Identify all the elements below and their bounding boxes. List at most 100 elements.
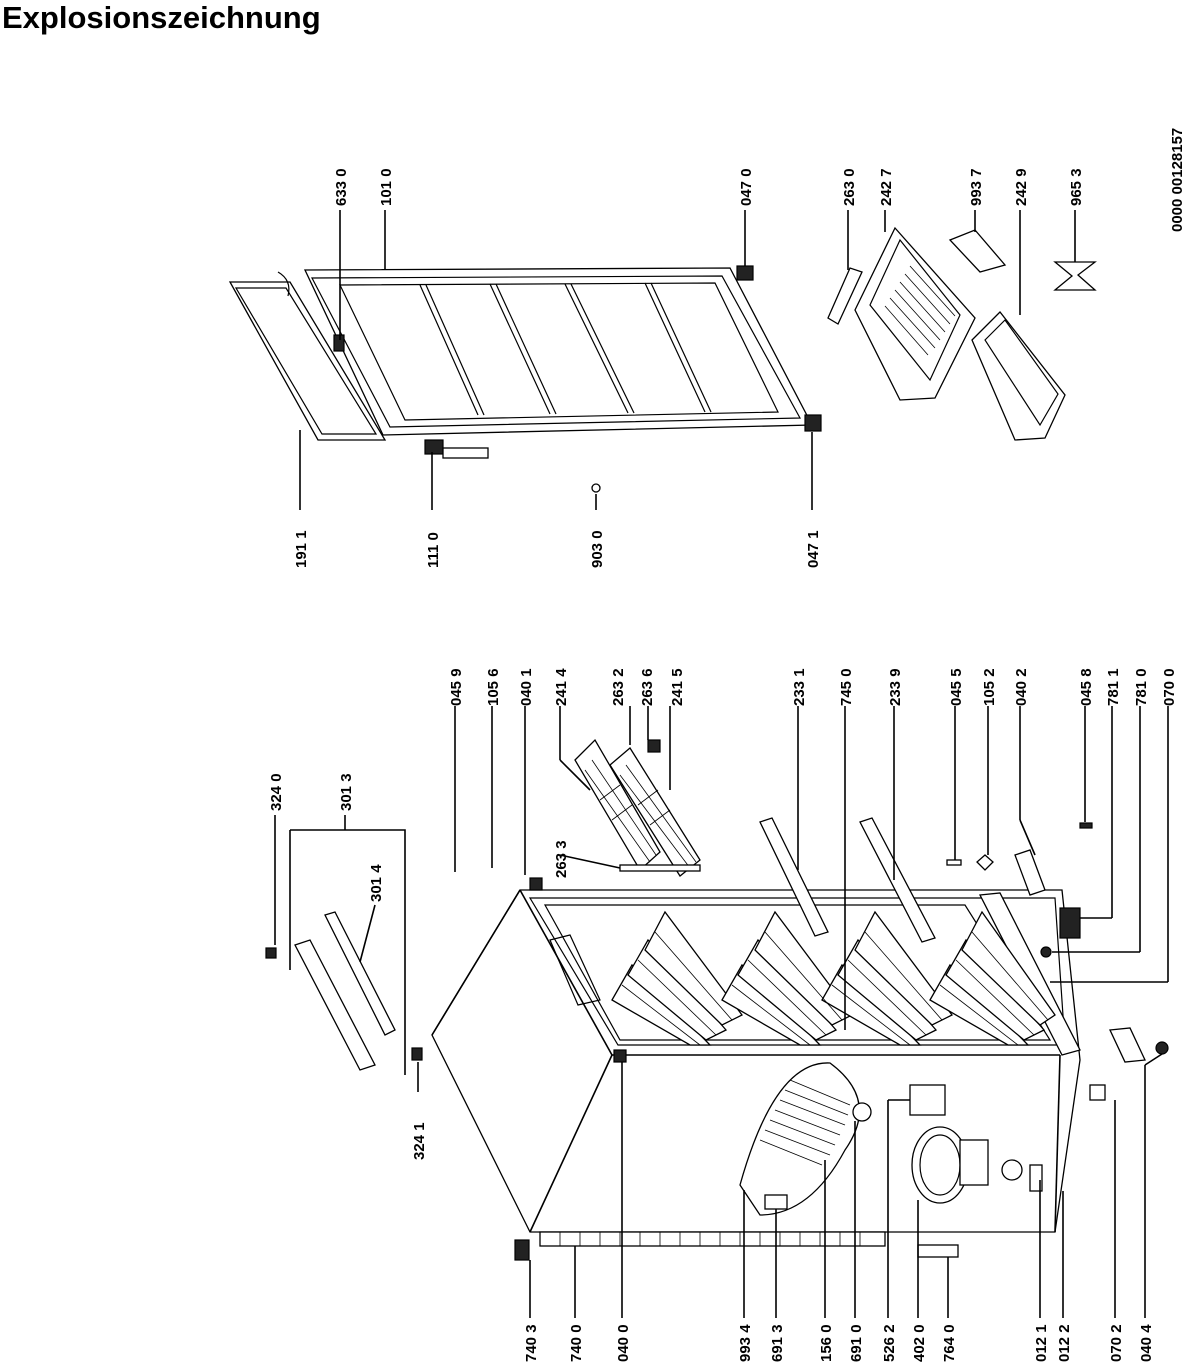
label-047-1: 047 1 — [805, 530, 822, 568]
label-242-9: 242 9 — [1013, 168, 1030, 206]
pin-045-5 — [946, 859, 962, 866]
label-301-4: 301 4 — [368, 864, 385, 902]
label-105-6: 105 6 — [485, 668, 502, 706]
spacer-part — [1053, 261, 1097, 291]
label-111-0: 111 0 — [425, 532, 442, 568]
label-402-0: 402 0 — [911, 1324, 928, 1362]
label-324-0: 324 0 — [268, 773, 285, 811]
label-040-1: 040 1 — [518, 668, 535, 706]
label-764-0: 764 0 — [941, 1324, 958, 1362]
foot-781-0 — [1040, 946, 1052, 958]
label-993-4: 993 4 — [737, 1324, 754, 1362]
basket-241-5 — [609, 747, 701, 877]
label-263-3: 263 3 — [553, 840, 570, 878]
leader-lines — [274, 210, 1169, 1318]
washer-105-2 — [976, 854, 994, 871]
document-number: 0000 00128157 — [1169, 128, 1186, 232]
label-993-7: 993 7 — [968, 168, 985, 206]
hinge-cap-bottom — [613, 1049, 627, 1063]
label-191-1: 191 1 — [293, 530, 310, 568]
label-241-4: 241 4 — [553, 668, 570, 706]
label-965-3: 965 3 — [1068, 168, 1085, 206]
label-745-0: 745 0 — [838, 668, 855, 706]
label-301-3: 301 3 — [338, 773, 355, 811]
label-070-0: 070 0 — [1161, 668, 1178, 706]
shelf-rail-upper — [759, 817, 829, 937]
label-070-2: 070 2 — [1108, 1324, 1125, 1362]
screw-part — [591, 483, 601, 493]
label-691-3: 691 3 — [769, 1324, 786, 1362]
hinge-cap-top — [529, 877, 543, 891]
upper-hinge-part — [424, 439, 444, 455]
label-263-6: 263 6 — [639, 668, 656, 706]
upper-drawer — [854, 226, 976, 401]
door-shelf-lines — [419, 282, 712, 416]
label-740-3: 740 3 — [523, 1324, 540, 1362]
part-691-0 — [852, 1102, 872, 1122]
cover-781-1 — [1059, 907, 1081, 939]
label-040-4: 040 4 — [1138, 1324, 1155, 1362]
evaporator-shelves — [611, 910, 1056, 1046]
label-903-0: 903 0 — [589, 530, 606, 568]
control-panel — [265, 829, 423, 1075]
dryer-filter — [917, 1244, 959, 1258]
relay — [909, 1084, 946, 1116]
rail-263-3 — [619, 864, 701, 872]
panel-cover-301-4 — [324, 911, 396, 1036]
hinge-040-4 — [1109, 1027, 1146, 1063]
shelf-rail-lower — [859, 817, 936, 943]
label-047-0: 047 0 — [738, 168, 755, 206]
door-gasket — [228, 281, 387, 441]
label-045-5: 045 5 — [948, 668, 965, 706]
cover-070-2 — [1089, 1084, 1106, 1101]
label-263-0: 263 0 — [841, 168, 858, 206]
part-labels: 045 9 105 6 040 1 241 4 263 2 263 6 241 … — [268, 128, 1186, 1362]
label-526-2: 526 2 — [881, 1324, 898, 1362]
part-012-2 — [1029, 1164, 1043, 1192]
page-title: Explosionszeichnung — [2, 0, 321, 35]
label-740-0: 740 0 — [568, 1324, 585, 1362]
door-stop-lower — [804, 414, 822, 432]
clip-324-1 — [411, 1047, 423, 1061]
label-012-2: 012 2 — [1056, 1324, 1073, 1362]
label-012-1: 012 1 — [1033, 1324, 1050, 1362]
label-233-9: 233 9 — [887, 668, 904, 706]
condenser — [739, 1062, 860, 1216]
part-691-3 — [764, 1194, 788, 1210]
clip-324-0 — [265, 947, 277, 959]
label-156-0: 156 0 — [818, 1324, 835, 1362]
label-045-9: 045 9 — [448, 668, 465, 706]
lower-hinge — [1014, 849, 1046, 896]
drawer-parts — [827, 226, 1097, 441]
control-bar — [294, 939, 376, 1071]
drawer-cover — [948, 229, 1007, 273]
part-012-1 — [1001, 1159, 1023, 1181]
label-781-1: 781 1 — [1105, 668, 1122, 706]
label-263-2: 263 2 — [610, 668, 627, 706]
label-633-0: 633 0 — [333, 168, 350, 206]
label-040-0: 040 0 — [615, 1324, 632, 1362]
drawer-handle — [827, 267, 863, 325]
latch-263-6 — [647, 739, 661, 753]
screw-045-8 — [1079, 822, 1093, 829]
label-241-5: 241 5 — [669, 668, 686, 706]
bottom-rail — [539, 1231, 886, 1247]
door-latch — [333, 334, 345, 352]
door-assembly — [228, 265, 822, 493]
label-691-0: 691 0 — [848, 1324, 865, 1362]
baskets — [574, 738, 701, 877]
refrigeration-unit — [514, 1062, 989, 1261]
label-324-1: 324 1 — [411, 1122, 428, 1160]
foot-740-3 — [514, 1239, 530, 1261]
label-242-7: 242 7 — [878, 168, 895, 206]
lower-drawer — [971, 311, 1066, 441]
label-045-8: 045 8 — [1078, 668, 1095, 706]
label-101-0: 101 0 — [378, 168, 395, 206]
label-105-2: 105 2 — [981, 668, 998, 706]
label-781-0: 781 0 — [1133, 668, 1150, 706]
label-040-2: 040 2 — [1013, 668, 1030, 706]
basket-241-4 — [574, 738, 661, 872]
door-stop-upper — [736, 265, 754, 281]
label-233-1: 233 1 — [791, 668, 808, 706]
